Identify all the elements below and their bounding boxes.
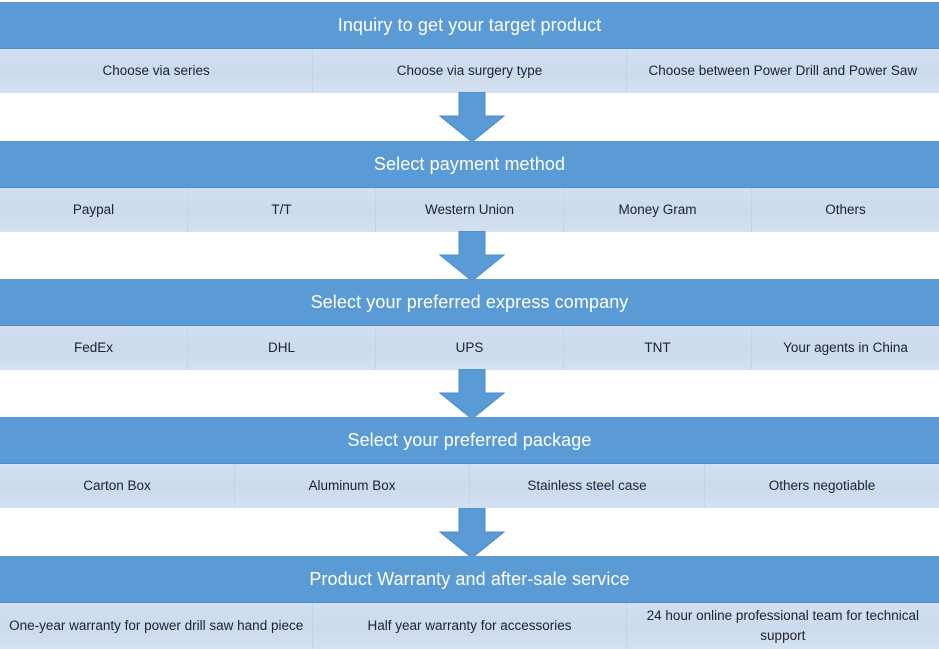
stage-package-header: Select your preferred package [0,417,939,464]
option-tnt[interactable]: TNT [564,326,752,370]
stage-express: Select your preferred express company Fe… [0,279,939,370]
stage-package-options: Carton Box Aluminum Box Stainless steel … [0,464,939,508]
stage-express-options: FedEx DHL UPS TNT Your agents in China [0,326,939,370]
option-half-year-warranty[interactable]: Half year warranty for accessories [313,603,627,649]
stage-warranty: Product Warranty and after-sale service … [0,556,939,649]
option-choose-via-surgery-type[interactable]: Choose via surgery type [313,49,627,93]
option-aluminum-box[interactable]: Aluminum Box [235,464,470,508]
down-arrow-icon [439,508,505,559]
option-western-union[interactable]: Western Union [376,188,564,232]
down-arrow-icon [439,92,505,143]
stage-inquiry-title: Inquiry to get your target product [337,14,602,35]
connector-arrow-3 [439,369,505,420]
connector-arrow-2 [439,231,505,282]
stage-payment-title: Select payment method [373,153,566,174]
stage-payment-header: Select payment method [0,141,939,188]
option-ups[interactable]: UPS [376,326,564,370]
option-dhl[interactable]: DHL [188,326,376,370]
connector-arrow-1 [439,92,505,143]
option-paypal[interactable]: Paypal [0,188,188,232]
option-24-hour-support[interactable]: 24 hour online professional team for tec… [626,603,939,649]
connector-arrow-4 [439,508,505,559]
stage-payment: Select payment method Paypal T/T Western… [0,141,939,232]
option-carton-box[interactable]: Carton Box [0,464,235,508]
option-others-negotiable[interactable]: Others negotiable [705,464,939,508]
stage-inquiry: Inquiry to get your target product Choos… [0,2,939,93]
option-choose-via-series[interactable]: Choose via series [0,49,314,93]
stage-inquiry-options: Choose via series Choose via surgery typ… [0,49,939,93]
stage-express-title: Select your preferred express company [310,291,629,312]
option-your-agents-in-china[interactable]: Your agents in China [752,326,939,370]
option-one-year-warranty[interactable]: One-year warranty for power drill saw ha… [0,603,314,649]
down-arrow-icon [439,369,505,420]
option-fedex[interactable]: FedEx [0,326,188,370]
option-money-gram[interactable]: Money Gram [564,188,752,232]
stage-payment-options: Paypal T/T Western Union Money Gram Othe… [0,188,939,232]
down-arrow-icon [439,231,505,282]
option-tt[interactable]: T/T [188,188,376,232]
stage-warranty-header: Product Warranty and after-sale service [0,556,939,603]
stage-inquiry-header: Inquiry to get your target product [0,2,939,49]
option-others-payment[interactable]: Others [752,188,939,232]
stage-package: Select your preferred package Carton Box… [0,417,939,508]
stage-warranty-options: One-year warranty for power drill saw ha… [0,603,939,649]
stage-package-title: Select your preferred package [347,429,592,450]
stage-warranty-title: Product Warranty and after-sale service [309,568,630,589]
stage-express-header: Select your preferred express company [0,279,939,326]
option-choose-power-drill-or-saw[interactable]: Choose between Power Drill and Power Saw [626,49,939,93]
option-stainless-steel-case[interactable]: Stainless steel case [470,464,705,508]
